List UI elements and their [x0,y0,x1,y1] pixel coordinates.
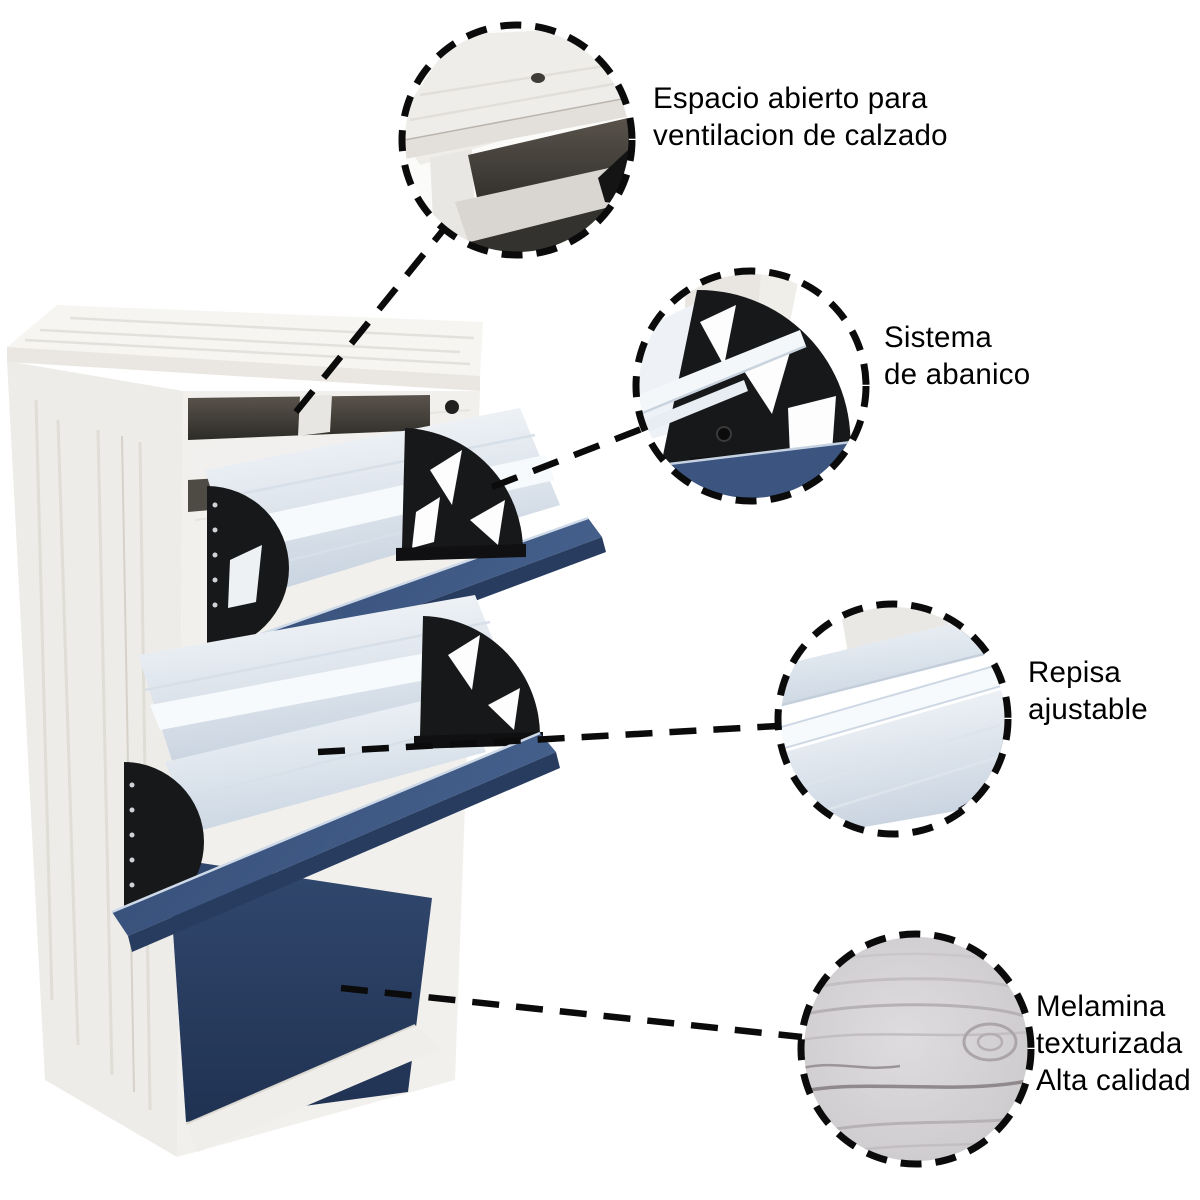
label-line: ajustable [1028,693,1148,726]
label-line: ventilacion de calzado [653,119,948,152]
callout-circle-fan-system [632,267,870,505]
callout-label-ventilation: Espacio abierto para ventilacion de calz… [653,80,948,154]
callout-connector-lines [293,226,803,1041]
callout-circle-melamine [797,930,1035,1168]
label-line: Melamina [1036,990,1166,1023]
connector-melamine [340,984,803,1041]
callout-circle-adjustable-shelf [774,600,1012,838]
label-line: texturizada [1036,1027,1183,1060]
label-line: de abanico [884,358,1031,391]
callout-label-fan-system: Sistema de abanico [884,319,1030,393]
ventilation-detail-photo [405,28,629,252]
label-line: Espacio abierto para [653,82,928,115]
callout-circle-ventilation [398,21,636,259]
callout-label-melamine: Melamina texturizada Alta calidad [1036,988,1191,1099]
connector-fan-system [490,424,646,491]
drawer-lower-open [111,595,560,1152]
label-line: Alta calidad [1036,1064,1191,1097]
label-line: Repisa [1028,656,1122,689]
connector-ventilation [293,226,447,415]
callout-label-adjustable-shelf: Repisa ajustable [1028,654,1148,728]
connector-adjustable-shelf [317,722,779,756]
label-line: Sistema [884,321,992,354]
